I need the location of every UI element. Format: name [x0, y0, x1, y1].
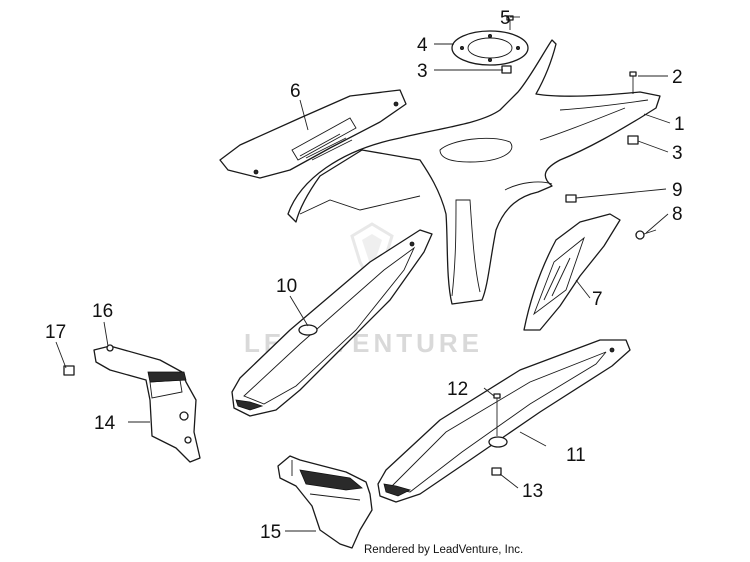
callout-3-top: 3 [417, 61, 428, 82]
part-17-clip [63, 365, 75, 376]
part-4-cap-ring [451, 30, 529, 66]
callout-14: 14 [94, 413, 116, 434]
part-2-screw [629, 71, 637, 94]
part-3-clip-right [627, 135, 639, 145]
part-7-right-side-panel [523, 213, 621, 331]
callout-3-right: 3 [672, 143, 683, 164]
callout-11: 11 [566, 445, 586, 466]
part-10-left-footboard [231, 229, 433, 417]
part-9-clip [565, 194, 577, 203]
part-14-left-bracket [93, 345, 201, 463]
callout-9: 9 [672, 180, 683, 201]
callout-6: 6 [290, 81, 301, 102]
callout-13: 13 [522, 481, 543, 502]
callout-15: 15 [260, 522, 281, 543]
leader-lines [55, 16, 671, 532]
callout-17: 17 [45, 322, 66, 343]
callout-8: 8 [672, 204, 683, 225]
callout-2: 2 [672, 67, 683, 88]
part-5-screw [506, 15, 514, 30]
part-1-center-panel [287, 39, 661, 305]
callout-10: 10 [276, 276, 297, 297]
part-11-right-footboard [377, 339, 631, 503]
callout-4: 4 [417, 35, 428, 56]
callout-12: 12 [447, 379, 468, 400]
part-16-screw [106, 344, 114, 352]
part-8-screw [635, 229, 657, 240]
part-6-left-side-panel [219, 89, 407, 179]
credit-text: Rendered by LeadVenture, Inc. [364, 544, 523, 556]
callout-1: 1 [674, 114, 685, 135]
callout-16: 16 [92, 301, 113, 322]
part-15-lower-bracket [277, 455, 373, 549]
part-13-clip [491, 467, 502, 476]
part-3-clip-top [501, 65, 512, 74]
callout-7: 7 [592, 289, 603, 310]
callout-5: 5 [500, 8, 511, 29]
